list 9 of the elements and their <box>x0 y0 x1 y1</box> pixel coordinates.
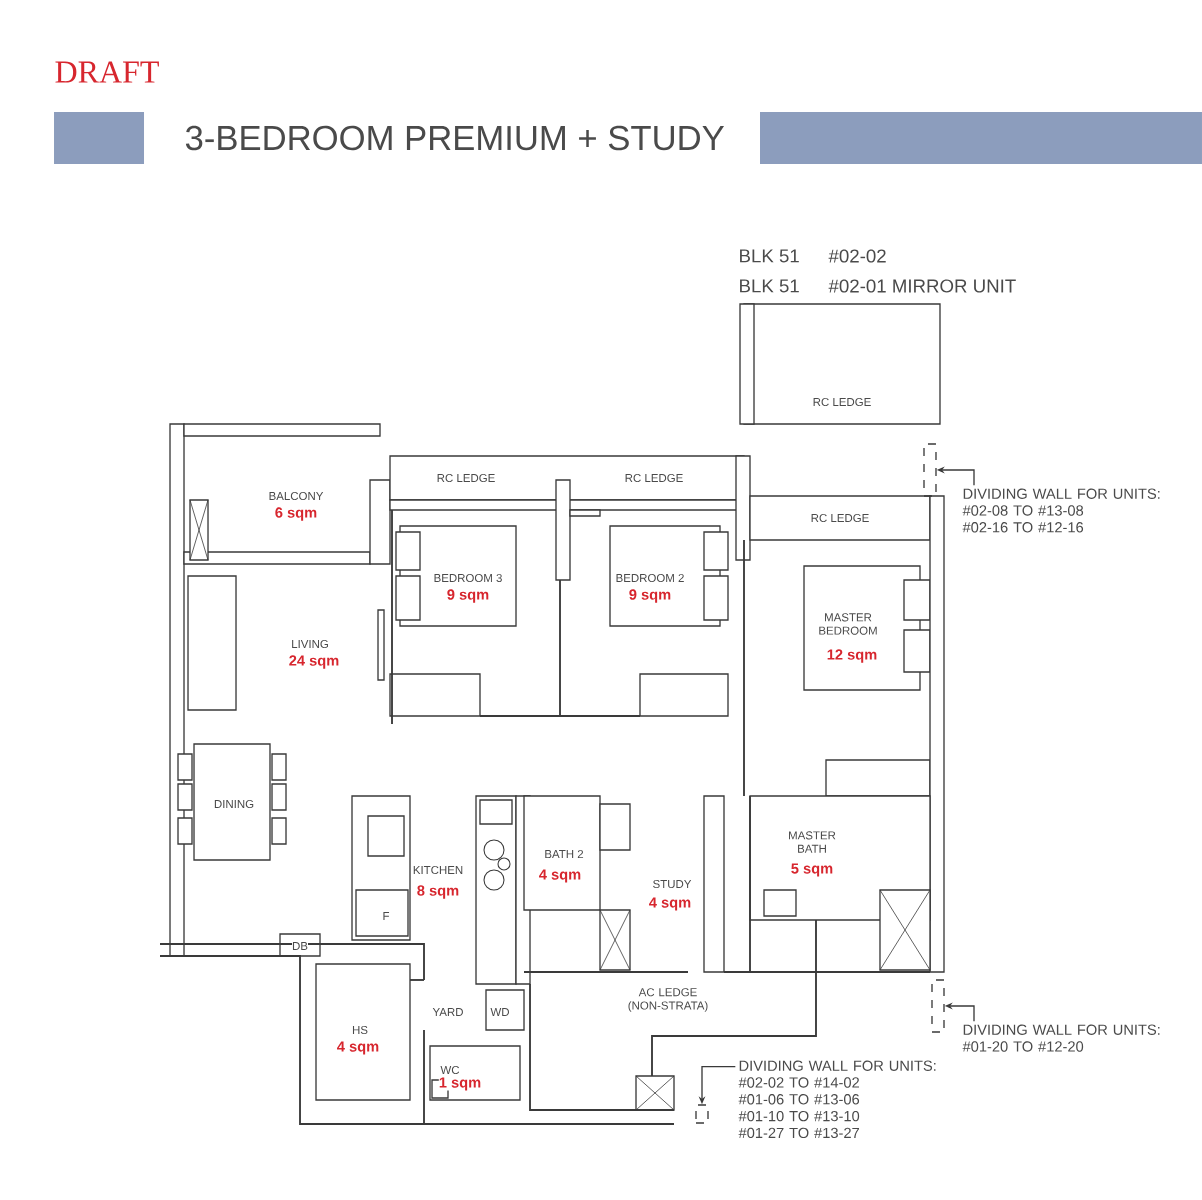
unit-label: BLK 51 <box>738 279 800 293</box>
draft-stamp: DRAFT <box>54 61 160 83</box>
dividing-wall <box>695 1104 709 1124</box>
title: 3-BEDROOM PREMIUM + STUDY <box>185 125 724 151</box>
unit-label: BLK 51 <box>738 249 800 263</box>
dividing-wall <box>931 979 945 1033</box>
unit-label: #02-01 MIRROR UNIT <box>828 279 1017 293</box>
dividing-wall <box>923 443 937 497</box>
unit-label: #02-02 <box>828 249 887 263</box>
